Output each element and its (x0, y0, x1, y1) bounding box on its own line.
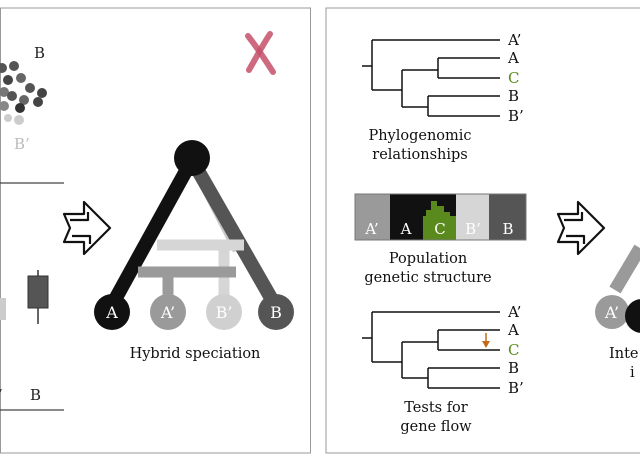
outline-arrow-icon-right (556, 200, 606, 256)
axis-label-bprime: ’ (0, 386, 3, 404)
partial-node-aprime: A’ (604, 303, 619, 322)
svg-text:A: A (105, 303, 118, 322)
phylogeny-bottom (362, 311, 500, 389)
tip-top-aprime: A’ (507, 31, 521, 49)
node-bprime: B’ (206, 294, 242, 330)
structure-cell-b: B (502, 220, 513, 238)
structure-cell-c: C (434, 220, 445, 238)
svg-text:B’: B’ (216, 303, 233, 322)
left-panel-border (0, 7, 311, 454)
svg-text:A’: A’ (160, 303, 175, 322)
partial-caption-1: Inte (609, 346, 638, 362)
phylogenomic-caption-1: Phylogenomic (368, 128, 471, 144)
right-panel-border (325, 7, 640, 454)
gene-flow-caption-2: gene flow (400, 419, 472, 435)
partial-tree (595, 244, 640, 333)
tip-bottom-b: B (508, 359, 519, 377)
scatter-label-bprime: B’ (14, 135, 30, 153)
hybrid-speciation-caption: Hybrid speciation (130, 346, 261, 362)
structure-caption-2: genetic structure (364, 270, 491, 286)
gene-flow-caption-1: Tests for (404, 400, 468, 416)
tip-top-c: C (508, 69, 519, 87)
x-mark-icon (245, 31, 276, 75)
tip-top-bprime: B’ (508, 107, 524, 125)
scatter-cluster (0, 61, 47, 125)
tip-bottom-aprime: A’ (507, 303, 521, 321)
structure-caption-1: Population (389, 251, 467, 267)
phylogeny-top (362, 39, 500, 117)
boxplot-partial (0, 298, 6, 320)
structure-cell-a: A (400, 220, 412, 238)
tip-top-b: B (508, 87, 519, 105)
phylogenomic-caption-2: relationships (372, 147, 467, 163)
node-b: B (258, 294, 294, 330)
tip-bottom-a: A (507, 321, 519, 339)
tip-bottom-c: C (508, 341, 519, 359)
scatter-label-b: B (34, 44, 45, 62)
boxplot-b (27, 275, 49, 309)
gene-flow-arrow-icon (482, 333, 490, 348)
structure-plot (354, 193, 527, 241)
node-aprime: A’ (150, 294, 186, 330)
partial-caption-2: i (630, 365, 635, 381)
tip-bottom-bprime: B’ (508, 379, 524, 397)
structure-cell-bprime: B’ (465, 220, 481, 238)
node-a: A (94, 294, 130, 330)
structure-cell-aprime: A’ (364, 220, 378, 238)
axis-label-b: B (30, 386, 41, 404)
outline-arrow-icon (62, 200, 112, 256)
svg-text:B: B (270, 303, 282, 322)
hybrid-speciation-tree (105, 140, 282, 309)
tip-top-a: A (507, 49, 519, 67)
